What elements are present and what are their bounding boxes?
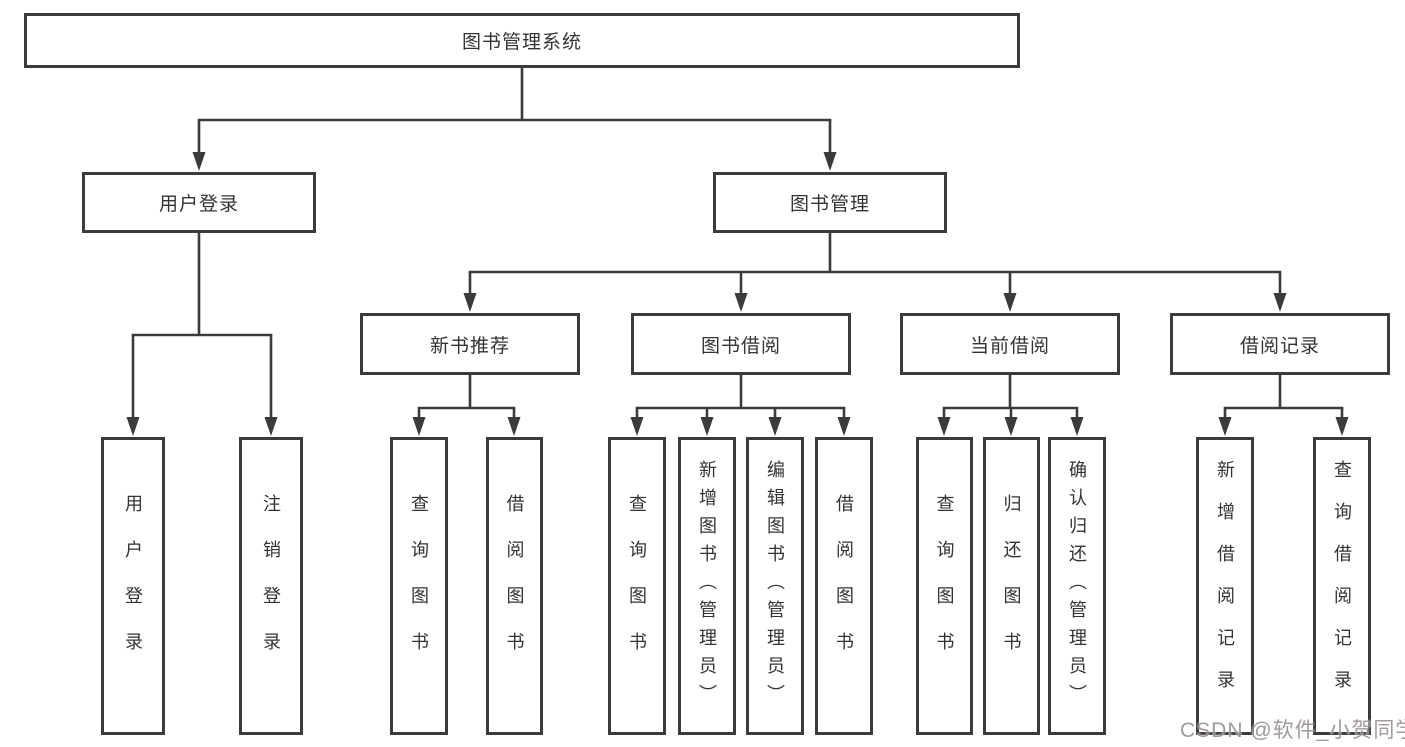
node-label: 当前借阅	[969, 335, 1050, 357]
node-library-management-system: 图书管理系统	[24, 13, 1020, 68]
node-label: 新书推荐	[429, 335, 510, 357]
leaf-query-books-borrowing: 查询图书	[608, 437, 666, 735]
node-user-login: 用户登录	[82, 172, 316, 233]
node-label: 图书借阅	[700, 335, 781, 357]
leaf-label: 查询图书	[627, 494, 647, 678]
node-label: 用户登录	[158, 194, 239, 215]
leaf-label: 注销登录	[261, 494, 281, 678]
node-label: 借阅记录	[1239, 335, 1320, 357]
leaf-add-borrow-record: 新增借阅记录	[1196, 437, 1254, 735]
leaf-label: 查询图书	[934, 494, 955, 678]
leaf-borrow-books: 借阅图书	[815, 437, 873, 735]
node-label: 图书管理系统	[461, 32, 582, 53]
leaf-query-books-recommend: 查询图书	[390, 437, 448, 735]
node-book-borrowing: 图书借阅	[631, 313, 851, 375]
node-new-book-recommendation: 新书推荐	[360, 313, 580, 375]
leaf-borrow-books-recommend: 借阅图书	[486, 437, 543, 735]
leaf-user-login: 用户登录	[101, 437, 165, 735]
leaf-query-books-current: 查询图书	[916, 437, 973, 735]
leaf-label: 借阅图书	[504, 494, 525, 678]
leaf-label: 查询图书	[409, 494, 429, 678]
leaf-logout: 注销登录	[239, 437, 303, 735]
csdn-watermark: CSDN @软件_小贺同学	[1180, 719, 1405, 742]
node-borrowing-records: 借阅记录	[1170, 313, 1390, 375]
leaf-label: 新增图书（管理员）	[697, 460, 717, 712]
leaf-label: 用户登录	[123, 494, 143, 678]
leaf-query-borrow-record: 查询借阅记录	[1313, 437, 1371, 735]
node-book-management: 图书管理	[713, 172, 947, 233]
leaf-label: 归还图书	[1001, 494, 1022, 678]
leaf-label: 编辑图书（管理员）	[765, 460, 785, 712]
leaf-confirm-return-admin: 确认归还（管理员）	[1048, 437, 1106, 735]
node-label: 图书管理	[789, 194, 870, 215]
leaf-label: 确认归还（管理员）	[1067, 460, 1087, 712]
leaf-edit-books-admin: 编辑图书（管理员）	[746, 437, 804, 735]
leaf-return-books: 归还图书	[983, 437, 1040, 735]
leaf-add-books-admin: 新增图书（管理员）	[678, 437, 736, 735]
node-current-borrowing: 当前借阅	[900, 313, 1120, 375]
leaf-label: 查询借阅记录	[1332, 460, 1352, 712]
leaf-label: 新增借阅记录	[1215, 460, 1235, 712]
leaf-label: 借阅图书	[834, 494, 854, 678]
